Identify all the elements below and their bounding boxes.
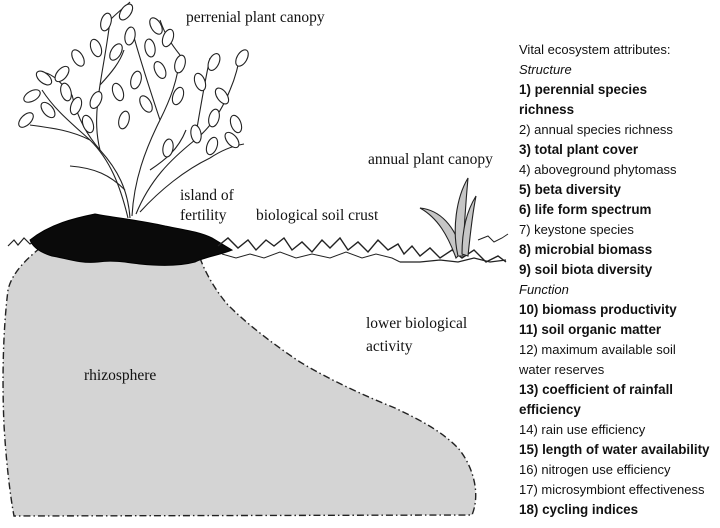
attribute-item: richness [519,102,575,117]
attribute-item: 14) rain use efficiency [519,422,646,437]
rhizosphere-label: rhizosphere [84,367,157,384]
attribute-item: 3) total plant cover [519,142,639,157]
perennial-canopy-label: perrenial plant canopy [186,9,325,26]
attribute-item: 9) soil biota diversity [519,262,653,277]
function-attributes: 10) biomass productivity 11) soil organic… [519,300,719,520]
attribute-item: 12) maximum available soil [519,342,676,357]
island-of-fertility-label-line1: island of [180,187,234,204]
structure-attributes: 1) perennial species richness 2) annual sp… [519,80,719,280]
attribute-item: 7) keystone species [519,222,634,237]
annual-plant-leaf-right [461,195,477,257]
ground-surface-right [400,257,507,263]
attributes-header: Vital ecosystem attributes: [519,42,671,57]
attribute-item: 18) cycling indices [519,502,639,517]
rhizosphere-region [2,247,477,517]
attribute-item: 6) life form spectrum [519,202,652,217]
attribute-item: 2) annual species richness [519,122,673,137]
ecosystem-attributes-list: Vital ecosystem attributes: Structure 1)… [519,40,719,520]
attribute-item: 1) perennial species [519,82,648,97]
function-heading: Function [519,282,569,297]
attribute-item: 8) microbial biomass [519,242,653,257]
attribute-item: water reserves [519,362,605,377]
attribute-item: 17) microsymbiont effectiveness [519,482,705,497]
perennial-plant-leaves [18,3,249,158]
lower-activity-label-line1: lower biological [366,315,468,332]
biological-soil-crust-lower [221,251,401,263]
attribute-item: 13) coefficient of rainfall [519,382,674,397]
attribute-item: 11) soil organic matter [519,322,662,337]
attribute-item: 16) nitrogen use efficiency [519,462,671,477]
lower-activity-label-line2: activity [366,338,413,355]
attribute-item: 5) beta diversity [519,182,621,197]
attribute-item: 10) biomass productivity [519,302,677,317]
ground-tuft-right [477,233,509,243]
attribute-item: efficiency [519,402,581,417]
island-of-fertility-label-line2: fertility [180,207,227,224]
attribute-item: 15) length of water availability [519,442,710,457]
soil-crust-label: biological soil crust [256,207,379,224]
structure-heading: Structure [519,62,572,77]
annual-canopy-label: annual plant canopy [368,151,493,168]
biological-soil-crust [217,236,507,263]
attribute-item: 4) aboveground phytomass [519,162,677,177]
island-of-fertility-mound [29,213,234,266]
